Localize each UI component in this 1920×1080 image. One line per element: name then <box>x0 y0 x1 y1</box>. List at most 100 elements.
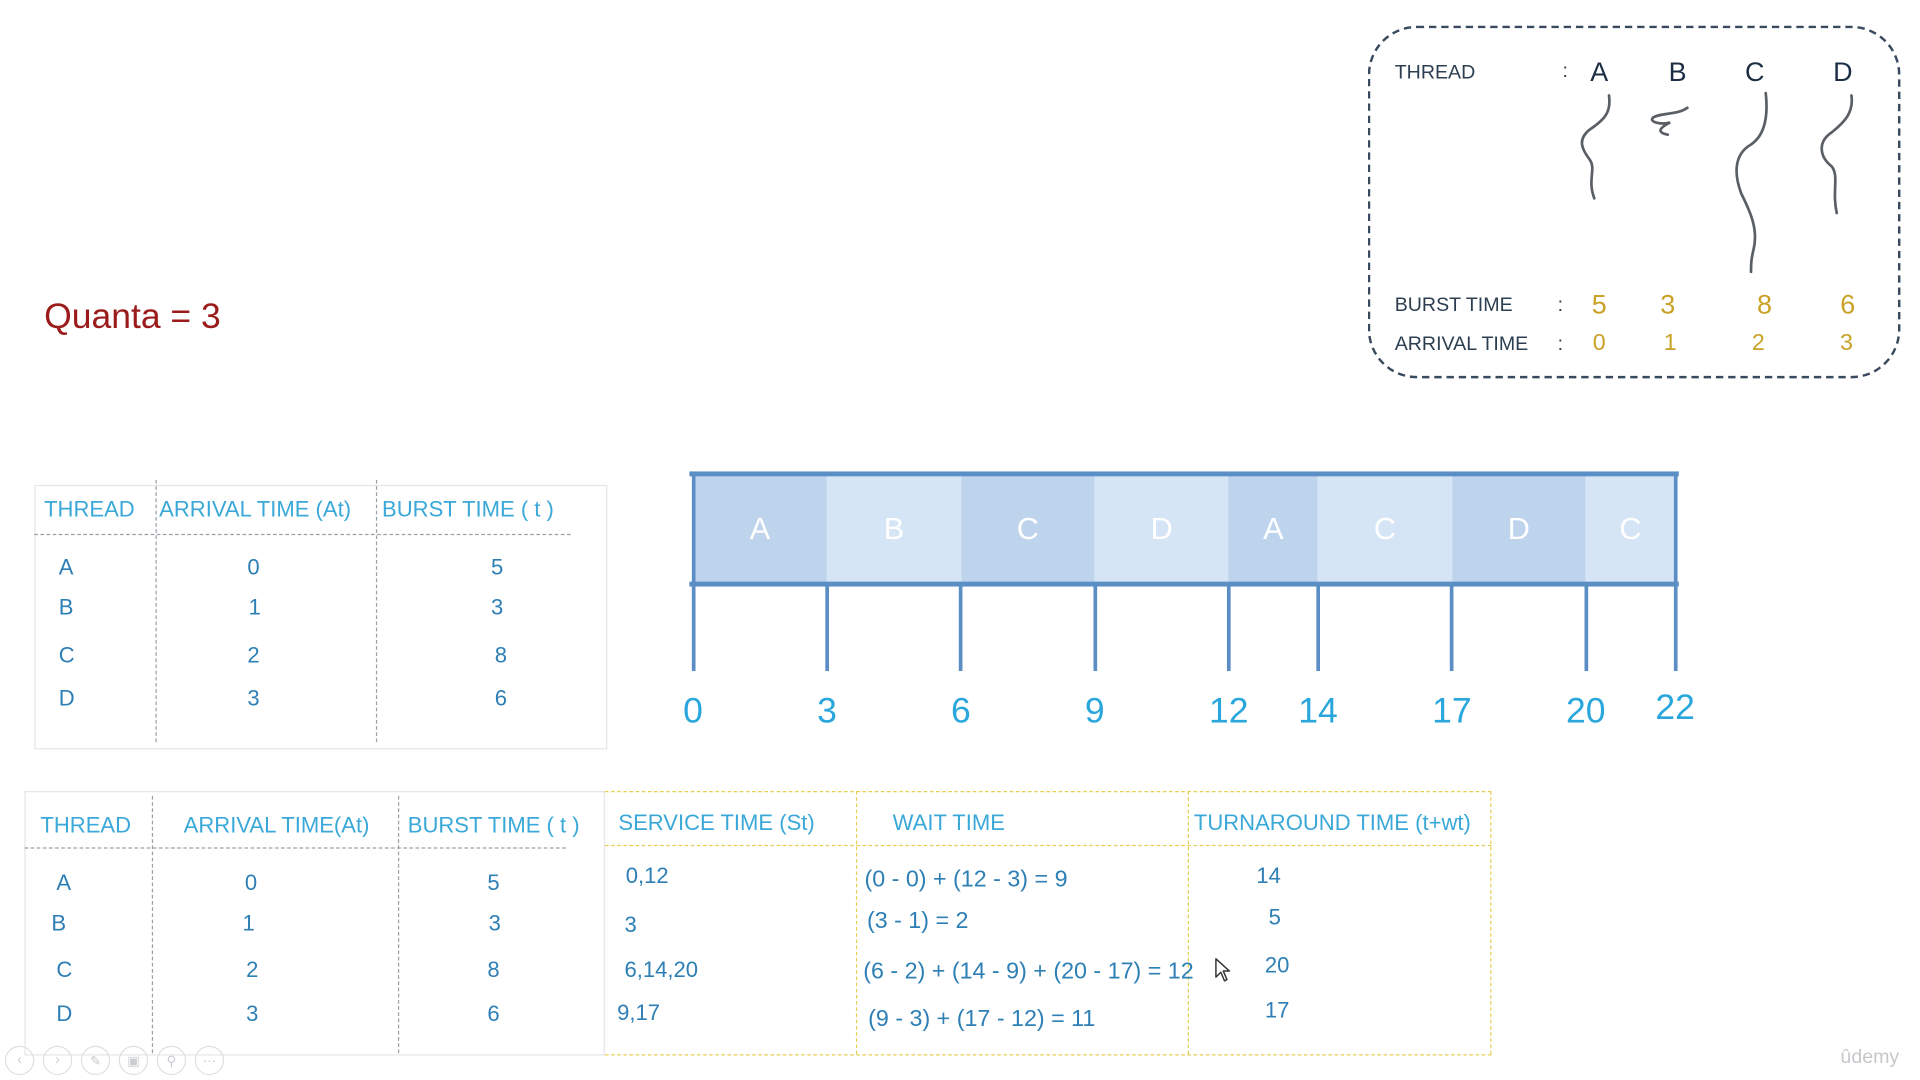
thread-d-label: D <box>1833 56 1853 87</box>
table2-cell: 6,14,20 <box>624 957 699 983</box>
table1-cell: 0 <box>247 554 260 580</box>
udemy-logo: ûdemy <box>1840 1046 1900 1068</box>
table2-cell: D <box>56 1001 73 1027</box>
table2-ext-divider <box>1187 791 1189 1055</box>
table2-cell: 5 <box>1268 904 1281 930</box>
thread-c-squiggle <box>1735 91 1768 274</box>
thread-b-squiggle <box>1650 106 1689 137</box>
thread-colon: : <box>1562 61 1568 83</box>
table2-cell: 9,17 <box>617 1000 661 1025</box>
arrival-b: 1 <box>1663 330 1677 357</box>
arrival-colon: : <box>1557 334 1564 356</box>
gantt-tick-label: 17 <box>1432 691 1472 732</box>
table1-cell: 3 <box>491 595 504 620</box>
table2-ext-divider <box>855 791 858 1055</box>
table2-cell: 3 <box>488 911 501 936</box>
gantt-axis-line <box>689 581 1679 587</box>
arrival-a: 0 <box>1592 330 1606 357</box>
thread-a-label: A <box>1590 56 1609 87</box>
table2-ext-header-rule <box>604 844 1492 847</box>
thread-squiggles <box>1580 91 1854 274</box>
gantt-tick-line <box>959 582 963 672</box>
thread-a-squiggle <box>1580 94 1611 200</box>
table2-header-service: SERVICE TIME (St) <box>618 810 815 836</box>
table1-cell: D <box>58 685 75 711</box>
results-table <box>24 791 605 1056</box>
table2-divider <box>151 795 154 1054</box>
gantt-tick-label: 6 <box>950 691 971 732</box>
forward-icon[interactable]: › <box>42 1045 73 1076</box>
burst-a: 5 <box>1591 288 1607 320</box>
table1-header-burst: BURST TIME ( t ) <box>382 497 554 522</box>
quanta-label: Quanta = 3 <box>44 297 221 337</box>
gantt-tick-line <box>1673 472 1677 672</box>
table2-cell: 8 <box>487 957 500 983</box>
slides-icon[interactable]: ▣ <box>118 1045 149 1076</box>
table1-cell: B <box>58 595 74 620</box>
table2-cell: 14 <box>1256 863 1281 888</box>
gantt-tick-label: 3 <box>817 691 837 732</box>
table2-ext-top <box>604 791 1492 793</box>
gantt-tick-label: 14 <box>1298 691 1338 732</box>
gantt-tick-line <box>1092 582 1097 672</box>
gantt-segment-b: B <box>826 475 961 583</box>
table1-header-arrival: ARRIVAL TIME (At) <box>159 497 352 522</box>
table2-cell: (9 - 3) + (17 - 12) = 11 <box>868 1006 1096 1033</box>
table2-header-thread: THREAD <box>40 813 132 838</box>
arrival-c: 2 <box>1751 330 1765 357</box>
thread-table <box>34 484 608 750</box>
gantt-tick-line <box>825 582 829 672</box>
zoom-icon[interactable]: ⚲ <box>156 1045 187 1076</box>
table1-cell: 3 <box>247 685 260 711</box>
mouse-cursor-icon <box>1215 958 1231 982</box>
burst-time-label: BURST TIME <box>1394 295 1513 316</box>
table1-divider <box>155 480 157 743</box>
table2-cell: 5 <box>487 870 500 896</box>
burst-c: 8 <box>1757 288 1773 320</box>
table1-cell: A <box>58 554 74 580</box>
burst-colon: : <box>1557 295 1564 316</box>
gantt-tick-line <box>1226 582 1231 672</box>
table2-cell: 0 <box>244 870 258 896</box>
gantt-tick-label: 20 <box>1566 691 1606 732</box>
table2-cell: A <box>56 870 72 896</box>
table2-cell: B <box>51 911 67 936</box>
table2-cell: (0 - 0) + (12 - 3) = 9 <box>864 866 1068 893</box>
gantt-tick-label: 0 <box>683 691 703 732</box>
gantt-segment-a: A <box>693 475 827 583</box>
more-icon[interactable]: ⋯ <box>194 1045 225 1076</box>
table1-header-rule <box>34 533 571 536</box>
table2-cell: 6 <box>487 1001 500 1027</box>
table2-header-turnaround: TURNAROUND TIME (t+wt) <box>1193 810 1471 836</box>
gantt-top-border <box>689 471 1679 477</box>
table2-ext-bottom <box>604 1054 1492 1056</box>
table2-ext-right <box>1490 791 1492 1055</box>
table2-cell: 3 <box>624 912 637 937</box>
back-icon[interactable]: ‹ <box>4 1045 35 1076</box>
table2-header-rule <box>24 847 566 849</box>
table2-header-wait: WAIT TIME <box>892 810 1005 836</box>
gantt-segment-c: C <box>1585 475 1676 583</box>
thread-c-label: C <box>1744 56 1765 87</box>
table1-divider <box>375 480 378 743</box>
thread-label: THREAD <box>1394 62 1476 84</box>
table1-cell: 5 <box>491 554 504 580</box>
table1-cell: 2 <box>247 642 260 668</box>
gantt-tick-line <box>691 472 695 672</box>
gantt-tick-line <box>1583 582 1588 672</box>
gantt-segment-a: A <box>1228 475 1319 583</box>
pen-icon[interactable]: ✎ <box>80 1045 111 1076</box>
arrival-d: 3 <box>1840 330 1854 357</box>
table2-cell: (3 - 1) = 2 <box>866 908 969 935</box>
table1-cell: 6 <box>494 685 507 711</box>
gantt-segment-d: D <box>1451 475 1586 583</box>
table2-cell: 2 <box>246 957 259 983</box>
gantt-segment-c: C <box>960 475 1095 583</box>
table2-divider <box>397 795 400 1054</box>
gantt-segment-c: C <box>1318 475 1452 583</box>
thread-b-label: B <box>1668 56 1687 87</box>
thread-d-squiggle <box>1820 94 1854 215</box>
table2-cell: 3 <box>246 1001 259 1027</box>
gantt-tick-line <box>1450 582 1454 672</box>
